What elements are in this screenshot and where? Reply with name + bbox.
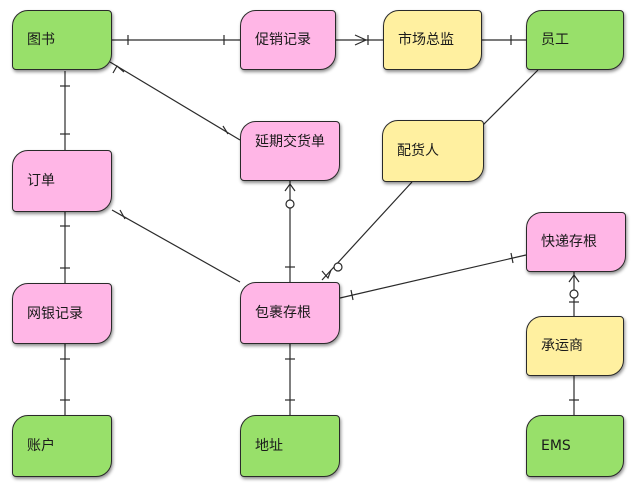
entity-dispatcher-label: 配货人 (397, 143, 439, 159)
entity-order[interactable]: 订单 (12, 150, 112, 212)
entity-account-label: 账户 (27, 438, 55, 454)
entity-market-director-label: 市场总监 (398, 32, 454, 48)
entity-promotion[interactable]: 促销记录 (240, 10, 336, 70)
entity-employee-label: 员工 (541, 32, 569, 48)
edge-order-parcel (111, 209, 241, 283)
crowfoot (568, 273, 580, 283)
edge-book-deferred (109, 61, 241, 141)
entity-ems-label: EMS (541, 438, 571, 454)
edge-mark (510, 252, 514, 264)
entity-deferred[interactable]: 延期交货单 (240, 121, 340, 181)
entity-parcel-label: 包裹存根 (255, 305, 311, 321)
edge-mark (222, 125, 229, 135)
edge-employee-dispatcher (479, 69, 539, 129)
crowfoot (354, 34, 368, 46)
entity-bank[interactable]: 网银记录 (12, 283, 112, 344)
edge-mark (350, 289, 354, 301)
entity-market-director[interactable]: 市场总监 (383, 10, 482, 70)
entity-book-label: 图书 (27, 32, 55, 48)
entity-address[interactable]: 地址 (240, 415, 340, 477)
entity-parcel[interactable]: 包裹存根 (240, 282, 340, 344)
entity-deferred-label: 延期交货单 (255, 134, 325, 150)
entity-book[interactable]: 图书 (12, 10, 112, 70)
optional-circle (569, 289, 579, 299)
entity-carrier-label: 承运商 (541, 338, 583, 354)
entity-promotion-label: 促销记录 (255, 32, 311, 48)
edge-express-parcel (339, 254, 527, 299)
entity-address-label: 地址 (255, 438, 283, 454)
entity-express-label: 快递存根 (541, 234, 597, 250)
entity-carrier[interactable]: 承运商 (526, 316, 624, 376)
crowfoot (112, 65, 125, 74)
crowfoot (321, 269, 332, 280)
entity-account[interactable]: 账户 (12, 415, 112, 477)
entity-order-label: 订单 (27, 173, 55, 189)
crowfoot (284, 182, 296, 192)
entity-express[interactable]: 快递存根 (526, 212, 626, 272)
entity-ems[interactable]: EMS (526, 415, 624, 477)
entity-employee[interactable]: 员工 (526, 10, 624, 70)
optional-circle (333, 262, 343, 272)
entity-bank-label: 网银记录 (27, 305, 83, 322)
edge-mark (119, 209, 126, 220)
optional-circle (285, 199, 295, 209)
entity-dispatcher[interactable]: 配货人 (382, 120, 484, 182)
